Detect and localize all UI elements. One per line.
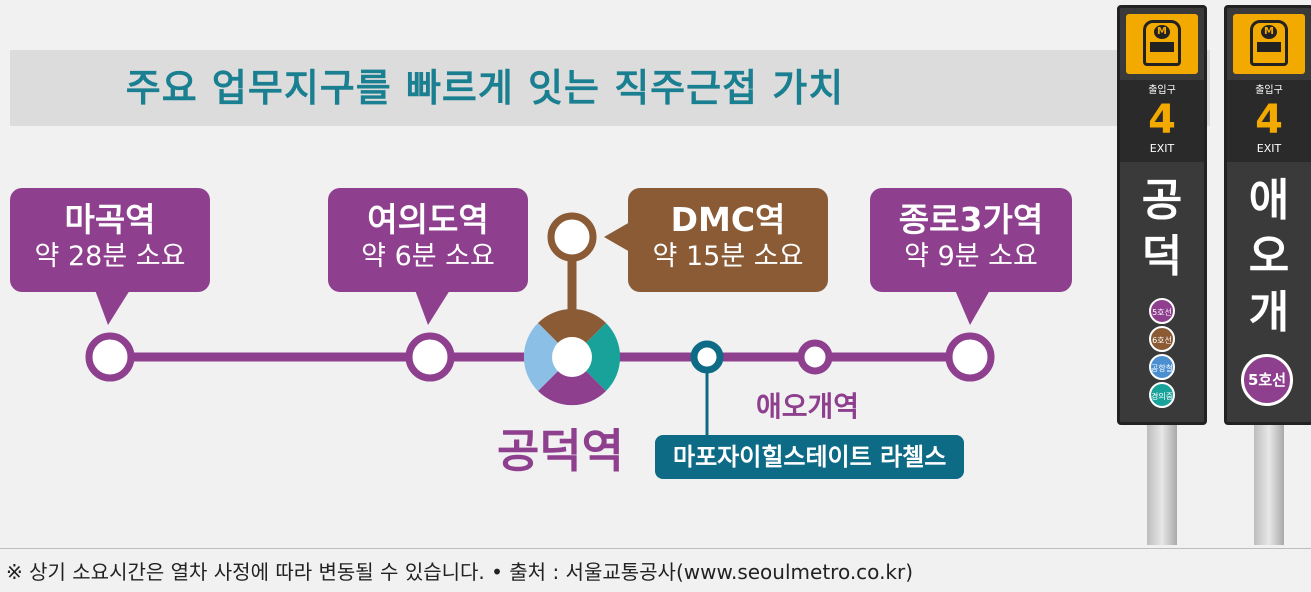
metro-sign-top: M [1233,14,1305,74]
station-time: 약 28분 소요 [34,241,186,272]
station-time: 약 9분 소요 [904,241,1038,272]
segment-airport [523,323,558,391]
badge-line-5: 5호선 [1149,298,1175,324]
node-dmc [547,212,597,262]
node-magok [85,332,135,382]
sign-aeogae: M 출입구 4 EXIT 애 오 개 5호선 [1224,5,1311,425]
label-aeogae: 애오개역 [756,390,860,423]
badge-line-5: 5호선 [1241,354,1293,406]
station-name: DMC역 [670,200,786,239]
sign-name-char: 오 [1248,231,1290,282]
badge-airport: 공항철도 [1149,354,1175,380]
station-time: 약 15분 소요 [652,241,804,272]
sign-name-char: 애 [1248,175,1290,226]
station-time: 약 6분 소요 [361,241,495,272]
station-name: 종로3가역 [898,200,1044,239]
tail-jongno3ga [955,290,990,325]
exit-en: EXIT [1149,142,1175,155]
exit-box: 출입구 4 EXIT [1227,80,1311,162]
label-apartment: 마포자이힐스테이트 라첼스 [655,435,965,479]
sign-station-name: 애 오 개 [1227,173,1311,341]
sign-name-char: 개 [1248,287,1290,338]
segment-line-6 [572,308,606,343]
metro-icon: M [1250,20,1288,66]
metro-icon: M [1143,20,1181,66]
node-gongdeok-transfer [523,308,621,406]
sign-gongdeok: M 출입구 4 EXIT 공 덕 5호선 6호선 공항철도 경의중앙 [1117,5,1207,425]
bubble-dmc: DMC역 약 15분 소요 [628,188,828,292]
tail-magok [95,290,130,325]
sign-station-name: 공 덕 [1120,173,1204,285]
sign-name-char: 공 [1141,175,1183,226]
footer-divider [0,548,1311,549]
exit-label: 출입구 [1255,85,1283,96]
footer-note: ※ 상기 소요시간은 열차 사정에 따라 변동될 수 있습니다. • 출처 : … [6,560,914,584]
page-title: 주요 업무지구를 빠르게 잇는 직주근접 가치 [125,66,845,110]
segment-line-5 [538,371,606,406]
sign-pole [1147,425,1177,545]
exit-label: 출입구 [1148,85,1176,96]
station-name: 마곡역 [64,200,156,239]
station-name: 여의도역 [367,200,489,239]
node-yeouido [405,332,455,382]
node-jongno3ga [945,332,995,382]
exit-number: 4 [1148,97,1176,143]
tail-dmc [604,222,630,252]
exit-box: 출입구 4 EXIT [1120,80,1204,162]
exit-number: 4 [1255,97,1283,143]
label-gongdeok: 공덕역 [497,424,624,478]
sign-name-char: 덕 [1141,231,1183,282]
segment-gyeongui [586,323,621,391]
segment-line-6-left [538,308,572,343]
badge-gyeongui: 경의중앙 [1149,382,1175,408]
bubble-magok: 마곡역 약 28분 소요 [10,188,210,292]
node-apartment [690,340,724,374]
badge-line-6: 6호선 [1149,326,1175,352]
title-bar [10,50,1210,126]
exit-en: EXIT [1256,142,1282,155]
node-aeogae [797,339,833,375]
sign-pole [1254,425,1284,545]
metro-sign-top: M [1126,14,1198,74]
bubble-yeouido: 여의도역 약 6분 소요 [328,188,528,292]
tail-yeouido [415,290,450,325]
bubble-jongno3ga: 종로3가역 약 9분 소요 [870,188,1072,292]
